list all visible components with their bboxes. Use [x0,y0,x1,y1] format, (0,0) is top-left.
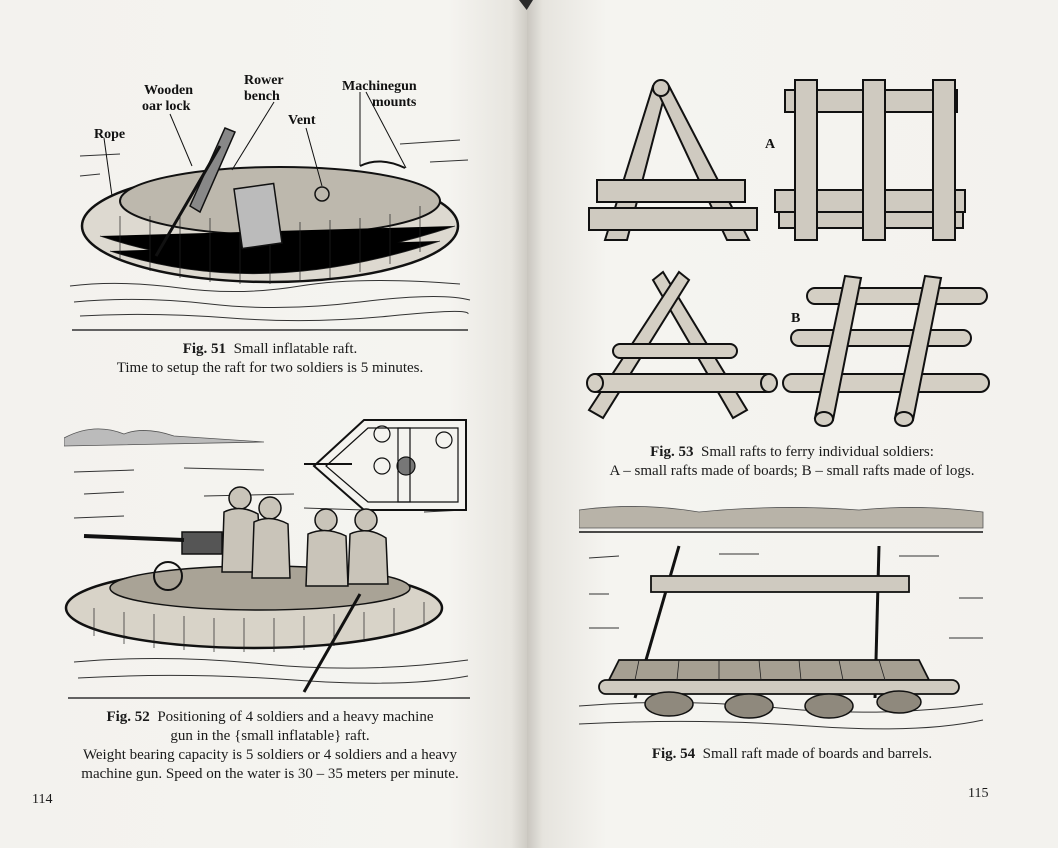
fig54-caption: Fig. 54 Small raft made of boards and ba… [567,745,1017,764]
fig51-caption: Fig. 51 Small inflatable raft. Time to s… [60,340,480,378]
left-page: Wooden oar lock Rower bench Machinegun m… [0,0,527,848]
fig53-line1: Small rafts to ferry individual soldiers… [701,444,934,460]
label-rower: Rower [244,73,284,88]
right-page: A [527,0,1058,848]
label-mounts: mounts [372,95,417,110]
label-a: A [765,137,776,152]
fig54-number: Fig. 54 [652,746,695,762]
page-number-right: 115 [968,786,988,802]
page-number-left: 114 [32,792,52,808]
fig53-line2: A – small rafts made of boards; B – smal… [567,462,1017,481]
fig52-caption: Fig. 52 Positioning of 4 soldiers and a … [50,708,490,784]
fig52-illustration [64,412,474,704]
label-oar-lock: oar lock [142,99,191,114]
fig54-title: Small raft made of boards and barrels. [703,746,933,762]
fig52-line4: machine gun. Speed on the water is 30 – … [50,765,490,784]
fig53-illustration: A [583,72,1003,432]
label-machinegun: Machinegun [342,79,417,94]
label-wooden: Wooden [144,83,193,98]
fig53-caption: Fig. 53 Small rafts to ferry individual … [567,443,1017,481]
fig51-title: Small inflatable raft. [234,341,358,357]
fig51-note: Time to setup the raft for two soldiers … [60,359,480,378]
fig52-line2: gun in the {small inflatable} raft. [50,727,490,746]
fig54-illustration [579,498,989,738]
fig52-number: Fig. 52 [106,709,149,725]
label-rope: Rope [94,127,125,142]
fig52-line1: Positioning of 4 soldiers and a heavy ma… [157,709,433,725]
fig51-number: Fig. 51 [183,341,226,357]
fig52-line3: Weight bearing capacity is 5 soldiers or… [50,746,490,765]
fig51-illustration: Wooden oar lock Rower bench Machinegun m… [60,66,480,338]
fig53-number: Fig. 53 [650,444,693,460]
label-bench: bench [244,89,280,104]
label-b: B [791,311,800,326]
label-vent: Vent [288,113,316,128]
